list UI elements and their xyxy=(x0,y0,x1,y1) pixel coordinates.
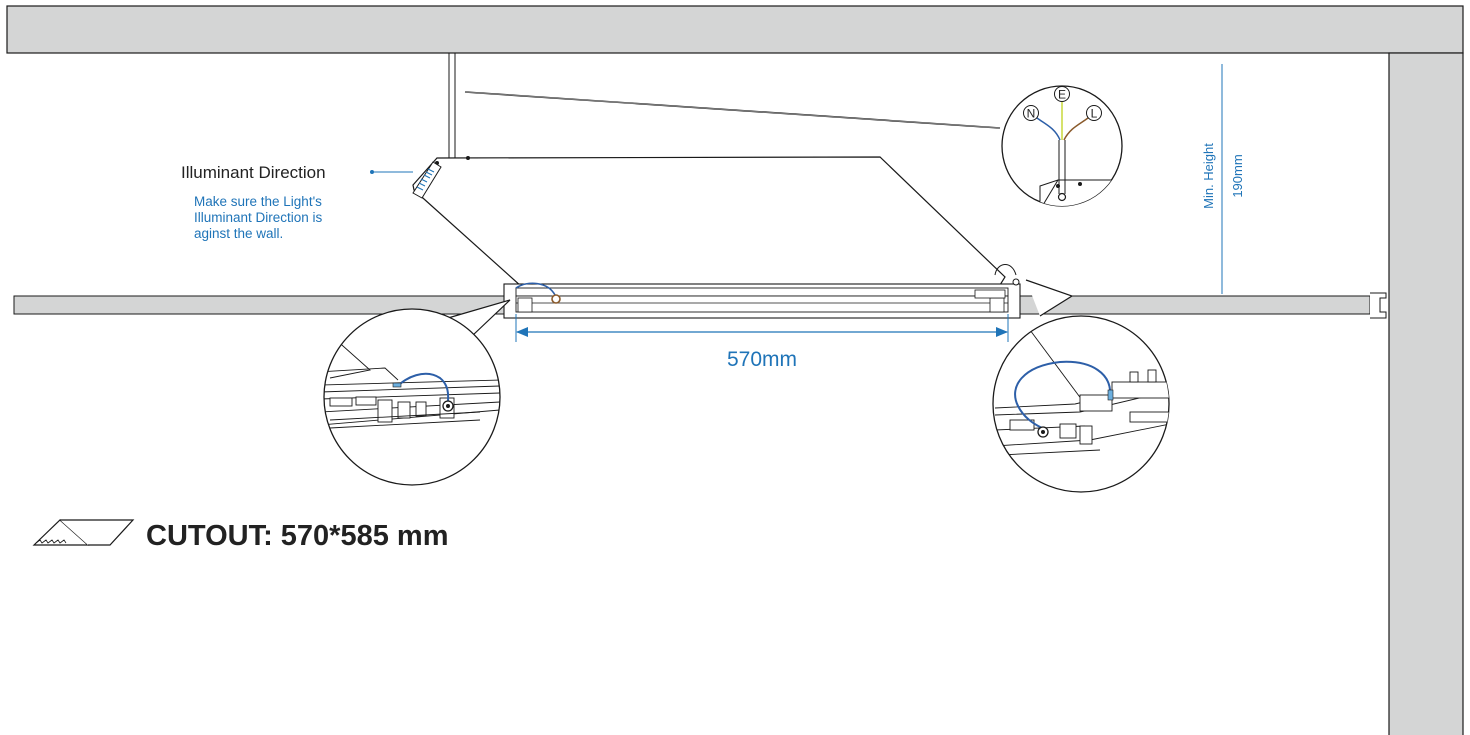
cutout-icon xyxy=(32,519,135,546)
wiring-detail-callout xyxy=(1001,85,1123,207)
panel-frame xyxy=(503,278,1021,319)
min-height-value: 190mm xyxy=(1230,154,1245,197)
illuminant-note-line1: Make sure the Light's xyxy=(194,194,322,209)
illuminant-direction-marker xyxy=(412,161,442,199)
width-dimension-label: 570mm xyxy=(727,348,797,371)
wire-live-label: L xyxy=(1091,107,1098,121)
cutout-label: CUTOUT: 570*585 mm xyxy=(146,520,448,552)
ceiling-slab xyxy=(6,5,1464,54)
illuminant-note-line3: aginst the wall. xyxy=(194,226,283,241)
right-wall xyxy=(1388,52,1464,735)
illuminant-direction-label: Illuminant Direction xyxy=(181,163,326,182)
wire-earth-label: E xyxy=(1058,88,1066,102)
wire-neutral-label: N xyxy=(1027,107,1036,121)
illuminant-note-line2: Illuminant Direction is xyxy=(194,210,323,225)
min-height-label: Min. Height xyxy=(1201,143,1216,209)
left-detail-callout xyxy=(323,308,501,486)
right-detail-callout xyxy=(992,315,1170,493)
panel-light-outline xyxy=(412,156,1017,288)
right-callout-pointer xyxy=(1025,279,1074,317)
false-ceiling xyxy=(13,292,1387,319)
